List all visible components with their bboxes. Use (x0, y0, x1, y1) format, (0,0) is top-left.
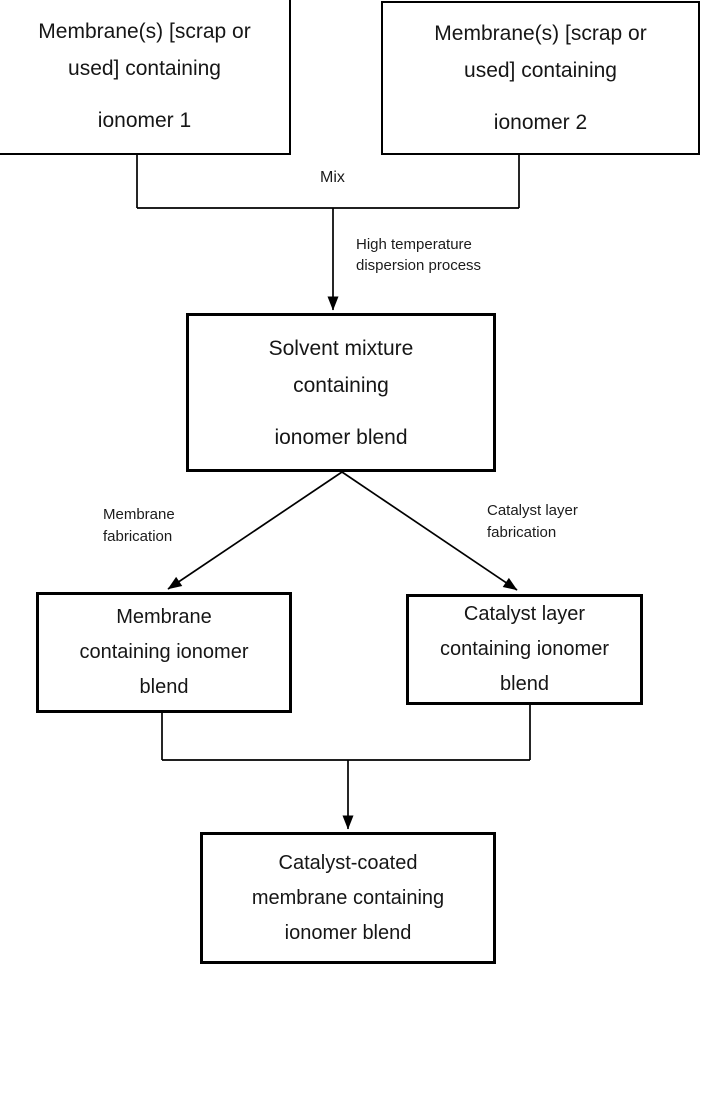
edge-label-line: fabrication (103, 528, 173, 545)
edge-label-high-temperature: High temperature dispersion process (356, 234, 481, 276)
node-text-line: used] containing (464, 59, 617, 82)
edge-label-line: fabrication (487, 524, 557, 541)
node-catalyst-coated-membrane: Catalyst-coated membrane containing iono… (200, 832, 496, 964)
node-membrane-ionomer-2: Membrane(s) [scrap or used] containing i… (381, 1, 700, 155)
node-text-line: Catalyst layer (463, 603, 586, 625)
node-text-line: containing (293, 373, 389, 397)
edge-label-line: High temperature (356, 236, 472, 253)
edge-label-catalyst-fabrication: Catalyst layer fabrication (487, 500, 578, 544)
node-text-line: ionomer blend (284, 921, 412, 944)
node-text-line: ionomer 2 (493, 111, 588, 134)
node-text-line: containing ionomer (79, 641, 249, 663)
node-text-line: used] containing (68, 56, 221, 80)
edge-label-mix: Mix (320, 169, 345, 186)
node-text-line: Membrane(s) [scrap or (38, 19, 251, 43)
edge-to-membrane-blend-arrow (167, 471, 343, 590)
edge-label-line: dispersion process (356, 257, 482, 274)
node-text-line: containing ionomer (440, 638, 609, 660)
node-solvent-mixture: Solvent mixture containing ionomer blend (186, 313, 496, 472)
edge-label-membrane-fabrication: Membrane fabrication (103, 504, 175, 548)
node-catalyst-layer-blend: Catalyst layer containing ionomer blend (406, 594, 643, 705)
node-text-line: Solvent mixture (268, 336, 414, 360)
node-text-line: Catalyst-coated (278, 851, 418, 874)
node-membrane-ionomer-1: Membrane(s) [scrap or used] containing i… (0, 0, 291, 155)
node-text-line: Membrane (116, 606, 212, 628)
node-text-line: Membrane(s) [scrap or (434, 22, 647, 45)
node-text-line: ionomer 1 (97, 108, 192, 132)
node-text-line: blend (139, 676, 189, 698)
node-text-line: ionomer blend (274, 425, 408, 449)
node-text-line: blend (500, 673, 549, 695)
edge-label-line: Membrane (103, 506, 175, 523)
edge-label-line: Catalyst layer (487, 502, 578, 519)
node-text-line: membrane containing (251, 886, 445, 909)
node-membrane-blend: Membrane containing ionomer blend (36, 592, 292, 713)
